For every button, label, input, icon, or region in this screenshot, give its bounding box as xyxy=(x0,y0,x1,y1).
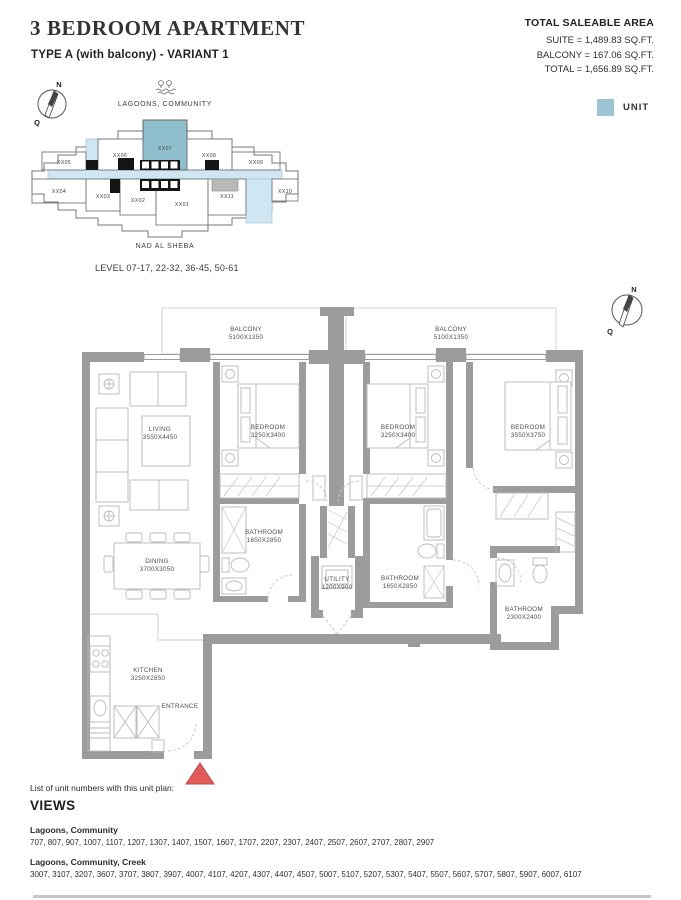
bathroom2-dims: 1650X2850 xyxy=(383,583,418,590)
key-plan-top-label: LAGOONS, COMMUNITY xyxy=(118,101,212,108)
utility-room xyxy=(321,565,353,635)
view-name-1: Lagoons, Community xyxy=(30,825,118,835)
compass-q-label: Q xyxy=(34,118,40,127)
living-room-furniture xyxy=(95,371,191,527)
unit-label-xx06: XX06 xyxy=(113,153,127,159)
unit-legend: UNIT xyxy=(597,99,649,116)
corridor-strip-right xyxy=(245,178,273,224)
unit-label-xx05: XX05 xyxy=(57,160,71,166)
bedroom2-label: BEDROOM xyxy=(381,424,415,431)
plan-compass-q-label: Q xyxy=(607,327,613,336)
dining-label: DINING xyxy=(145,558,169,565)
interior-walls xyxy=(213,362,583,650)
balcony-right-label: BALCONY xyxy=(435,326,467,333)
kitchen-label: KITCHEN xyxy=(133,667,163,674)
cutoff-text-line xyxy=(33,895,651,898)
bedroom2-dims: 3250X3400 xyxy=(381,432,416,439)
kitchen-dims: 3250X2850 xyxy=(131,675,166,682)
bedroom3-furniture xyxy=(472,369,576,553)
entrance-marker-icon xyxy=(185,762,215,785)
unit-swatch-icon xyxy=(597,99,614,116)
bedroom3-dims: 3550X3750 xyxy=(511,432,546,439)
dining-furniture xyxy=(103,532,210,600)
balconies: BALCONY 5100X1350 BALCONY 5100X1350 xyxy=(161,307,557,355)
living-dims: 3550X4450 xyxy=(143,434,178,441)
kitchen-furniture xyxy=(87,613,203,753)
unit-label-xx07: XX07 xyxy=(158,146,172,152)
utility-dims: 1200X900 xyxy=(322,584,353,591)
total-area: TOTAL = 1,656.89 SQ.FT. xyxy=(544,64,654,75)
compass-n-label: N xyxy=(56,80,61,89)
key-plan-compass-icon: N Q xyxy=(34,80,67,127)
bathroom3-fixtures xyxy=(495,557,548,587)
bedroom1-label: BEDROOM xyxy=(251,424,285,431)
unit-label-xx04: XX04 xyxy=(52,189,66,195)
unit-list-intro: List of unit numbers with this unit plan… xyxy=(30,783,175,793)
bedroom2-furniture xyxy=(366,365,447,499)
exterior-walls xyxy=(82,307,583,759)
view-units-2: 3007, 3107, 3207, 3607, 3707, 3807, 3907… xyxy=(30,870,582,879)
suite-area: SUITE = 1,489.83 SQ.FT. xyxy=(546,35,654,46)
bathroom1-dims: 1650X2850 xyxy=(247,537,282,544)
unit-label-xx01: XX01 xyxy=(175,202,189,208)
saleable-area-heading: TOTAL SALEABLE AREA xyxy=(524,17,654,29)
lagoons-icon xyxy=(155,80,177,95)
page-subtitle: TYPE A (with balcony) - VARIANT 1 xyxy=(31,49,229,61)
balcony-left-dims: 5100X1350 xyxy=(229,334,264,341)
plan-compass-n-label: N xyxy=(631,285,636,294)
balcony-left-label: BALCONY xyxy=(230,326,262,333)
unit-label-xx10: XX10 xyxy=(278,189,292,195)
bedroom1-furniture xyxy=(219,365,300,499)
living-label: LIVING xyxy=(149,426,171,433)
dining-dims: 3700X3050 xyxy=(140,566,175,573)
unit-label-xx11: XX11 xyxy=(220,194,234,200)
view-name-2: Lagoons, Community, Creek xyxy=(30,857,146,867)
key-plan-bottom-label: NAD AL SHEBA xyxy=(136,243,195,250)
floor-plan: BALCONY 5100X1350 BALCONY 5100X1350 xyxy=(82,285,643,785)
building-cores xyxy=(86,158,239,193)
unit-label-xx08: XX08 xyxy=(202,153,216,159)
bathroom1-label: BATHROOM xyxy=(245,529,283,536)
balcony-right-dims: 5100X1350 xyxy=(434,334,469,341)
door-arcs xyxy=(305,480,360,503)
level-label: LEVEL 07-17, 22-32, 36-45, 50-61 xyxy=(95,263,239,273)
corridor-strip xyxy=(47,169,283,180)
floor-plan-compass-icon: N Q xyxy=(607,285,643,336)
unit-legend-label: UNIT xyxy=(623,102,650,113)
bedroom1-dims: 3250X3400 xyxy=(251,432,286,439)
bedroom3-label: BEDROOM xyxy=(511,424,545,431)
unit-label-xx09: XX09 xyxy=(249,160,263,166)
balcony-area: BALCONY = 167.06 SQ.FT. xyxy=(536,49,654,61)
view-units-1: 707, 807, 907, 1007, 1107, 1207, 1307, 1… xyxy=(30,838,435,847)
utility-label: UTILITY xyxy=(324,576,350,583)
bathroom2-fixtures xyxy=(417,505,480,599)
saleable-area-block: TOTAL SALEABLE AREA SUITE = 1,489.83 SQ.… xyxy=(525,17,654,78)
shaft-hatch xyxy=(327,509,348,549)
key-plan: N Q LAGOONS, COMMUNITY XX07 xyxy=(31,80,299,250)
unit-label-xx03: XX03 xyxy=(96,194,110,200)
entrance-label: ENTRANCE xyxy=(162,703,199,710)
unit-label-xx02: XX02 xyxy=(131,198,145,204)
bathroom2-label: BATHROOM xyxy=(381,575,419,582)
bathroom1-fixtures xyxy=(221,506,293,600)
bathroom3-dims: 2300X2400 xyxy=(507,614,542,621)
views-heading: VIEWS xyxy=(30,798,76,813)
bathroom3-label: BATHROOM xyxy=(505,606,543,613)
page-title: 3 BEDROOM APARTMENT xyxy=(30,16,306,40)
